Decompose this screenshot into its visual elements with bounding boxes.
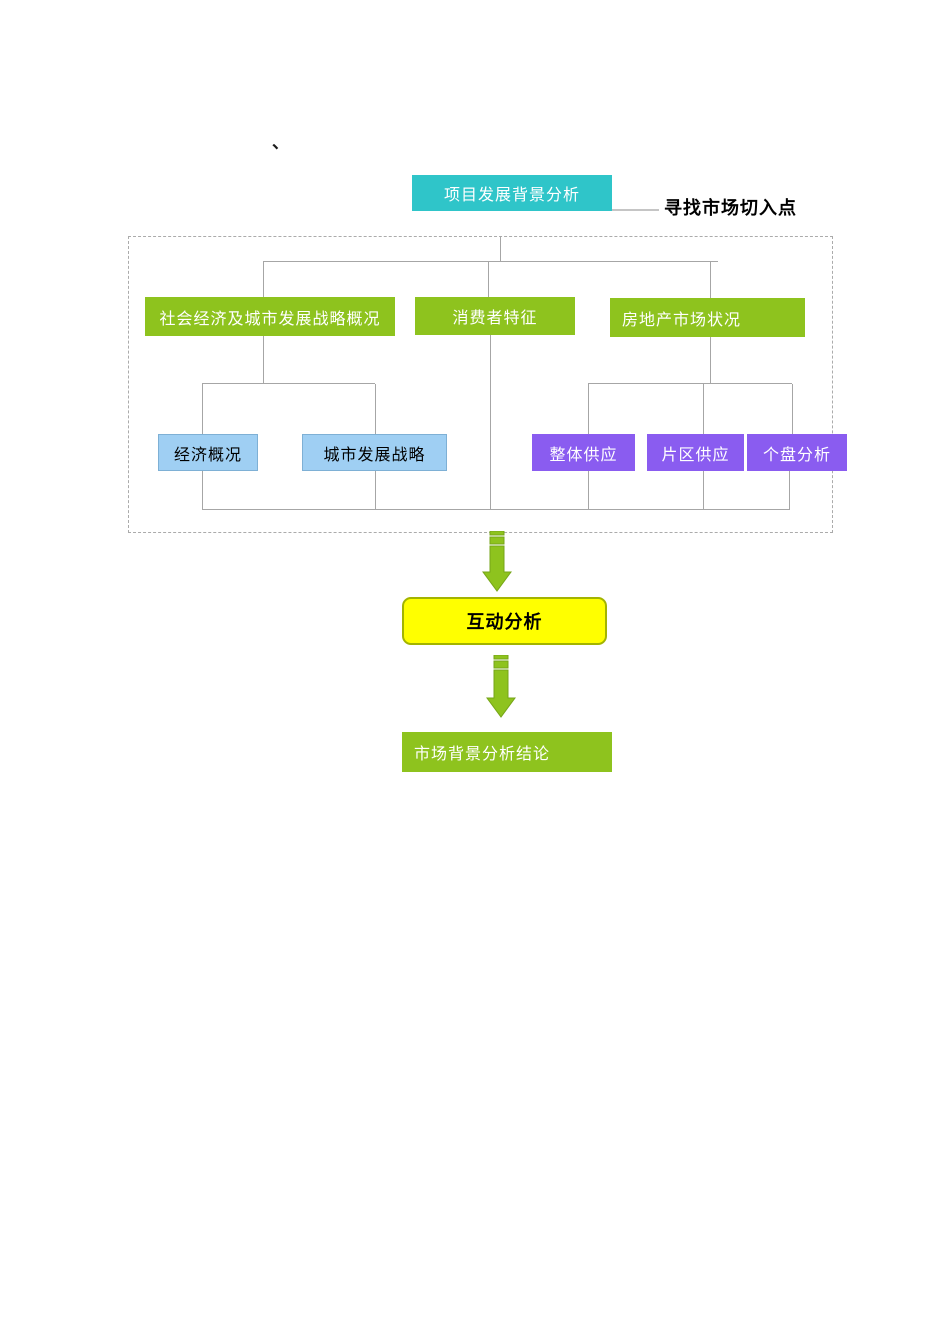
connector-line xyxy=(792,384,793,434)
side-note: 寻找市场切入点 xyxy=(664,194,797,220)
node-label: 房地产市场状况 xyxy=(622,309,742,329)
connector-line xyxy=(263,336,264,383)
connector-line xyxy=(703,471,704,509)
down-arrow-icon xyxy=(482,531,512,592)
connector-line xyxy=(710,262,711,298)
node-label: 片区供应 xyxy=(661,444,730,464)
connector-line xyxy=(263,261,718,262)
node-realestate-market: 房地产市场状况 xyxy=(610,298,805,337)
side-note-connector-line xyxy=(612,209,659,211)
node-consumer-traits: 消费者特征 xyxy=(415,297,575,335)
root-node-label: 项目发展背景分析 xyxy=(443,185,580,204)
down-arrow-icon xyxy=(486,655,516,718)
connector-line xyxy=(202,471,203,509)
side-note-label: 寻找市场切入点 xyxy=(664,198,797,219)
connector-line xyxy=(500,236,501,262)
connector-line xyxy=(588,384,589,434)
conclusion-node: 市场背景分析结论 xyxy=(402,732,612,772)
connector-line xyxy=(588,383,792,384)
node-project-analysis: 个盘分析 xyxy=(747,434,847,471)
connector-line xyxy=(202,383,375,384)
node-label: 社会经济及城市发展战略概况 xyxy=(159,308,381,328)
node-city-strategy: 城市发展战略 xyxy=(302,434,447,471)
connector-line xyxy=(375,471,376,509)
connector-line xyxy=(588,471,589,509)
node-overall-supply: 整体供应 xyxy=(532,434,635,471)
connector-line xyxy=(703,384,704,434)
node-label: 互动分析 xyxy=(466,612,543,633)
interaction-node: 互动分析 xyxy=(402,597,607,645)
node-label: 消费者特征 xyxy=(452,308,538,327)
node-label: 经济概况 xyxy=(173,444,242,464)
node-label: 市场背景分析结论 xyxy=(414,744,551,763)
dashed-container xyxy=(128,236,833,533)
node-district-supply: 片区供应 xyxy=(647,434,744,471)
connector-line xyxy=(202,384,203,434)
node-label: 个盘分析 xyxy=(762,444,831,464)
stray-comma-mark: 、 xyxy=(272,133,289,153)
root-node-project-background: 项目发展背景分析 xyxy=(412,175,612,211)
node-label: 整体供应 xyxy=(549,444,618,464)
node-label: 城市发展战略 xyxy=(323,444,426,464)
connector-line xyxy=(263,262,264,297)
node-social-economy-strategy: 社会经济及城市发展战略概况 xyxy=(145,297,395,336)
connector-line xyxy=(490,335,491,509)
connector-line xyxy=(202,509,790,510)
connector-line xyxy=(789,471,790,509)
node-economy-overview: 经济概况 xyxy=(158,434,258,471)
connector-line xyxy=(488,262,489,297)
connector-line xyxy=(710,337,711,383)
connector-line xyxy=(375,384,376,434)
